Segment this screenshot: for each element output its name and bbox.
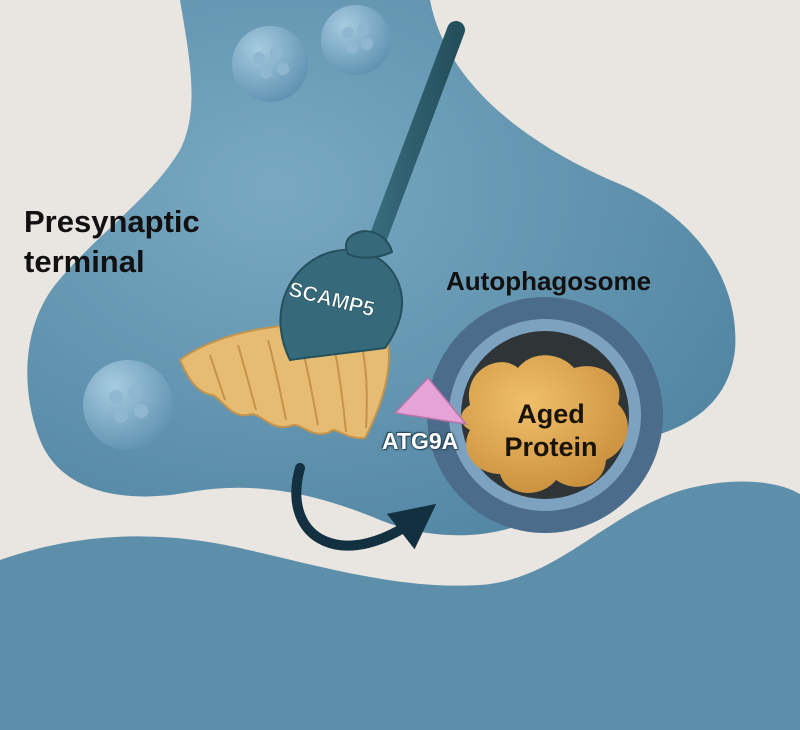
atg9a-label: ATG9A: [382, 428, 459, 454]
vesicle-icon: [321, 5, 391, 75]
vesicle-icon: [232, 26, 308, 102]
aged-protein-shape: [461, 355, 628, 493]
atg9a-marker-shape: [393, 376, 468, 426]
vesicle-icon: [83, 360, 173, 450]
aged-line2: Protein: [504, 432, 598, 462]
presynaptic-terminal-label: Presynaptic terminal: [24, 202, 200, 282]
autophagosome-label: Autophagosome: [446, 266, 652, 296]
aged-protein-label: Aged Protein: [488, 398, 614, 464]
postsynaptic-membrane-shape: [0, 481, 800, 730]
presynaptic-line1: Presynaptic: [24, 204, 200, 239]
aged-line1: Aged: [517, 399, 585, 429]
presynaptic-line2: terminal: [24, 244, 145, 279]
curved-arrow-icon: [291, 463, 437, 551]
broom-icon: SCAMP5: [178, 21, 465, 440]
autophagosome-shape: [427, 297, 663, 533]
